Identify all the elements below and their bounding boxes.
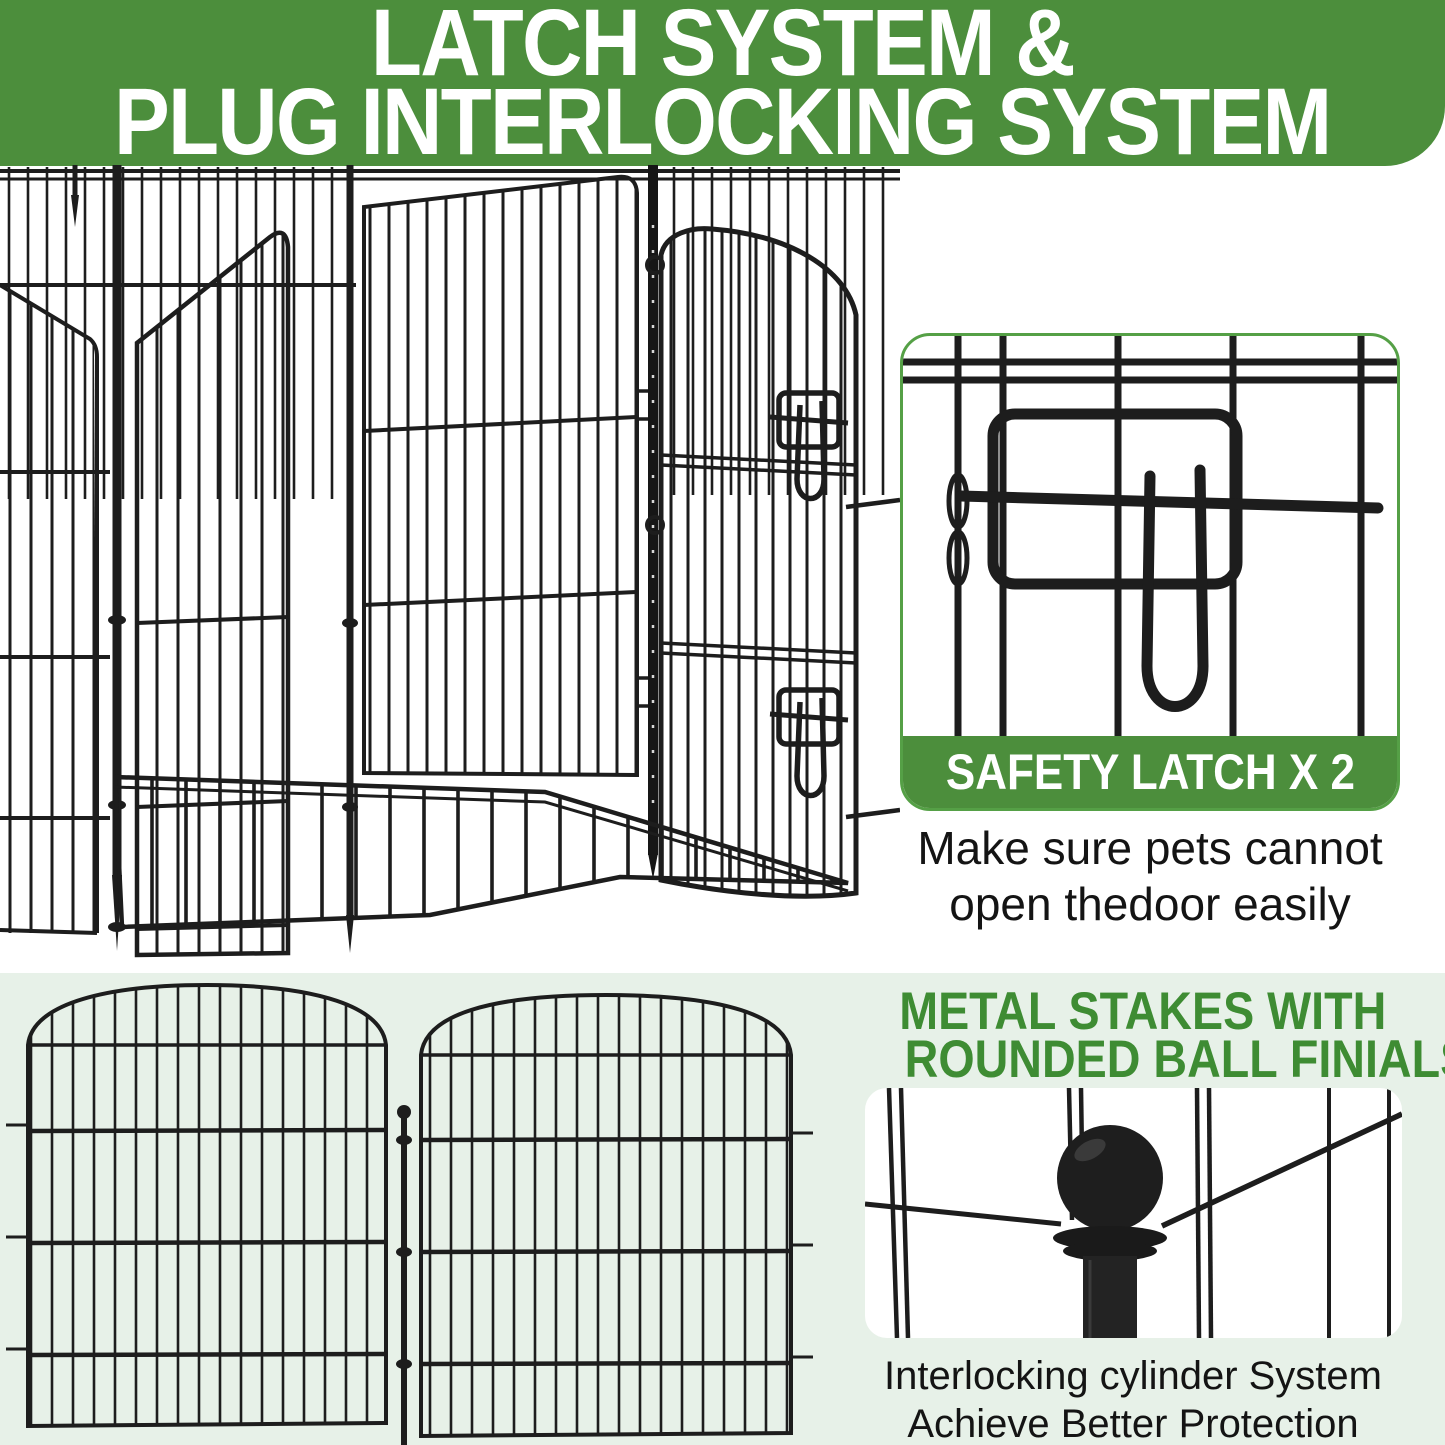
stakes-heading: METAL STAKES WITH ROUNDED BALL FINIALS bbox=[866, 982, 1445, 1086]
safety-latch-photo bbox=[903, 336, 1397, 736]
fence-panels-illustration bbox=[6, 982, 813, 1445]
title-line-2: PLUG INTERLOCKING SYSTEM bbox=[31, 69, 1413, 175]
title-banner: LATCH SYSTEM & PLUG INTERLOCKING SYSTEM bbox=[0, 0, 1445, 175]
latch-caption-line-1: Make sure pets cannot bbox=[917, 822, 1383, 874]
latch-caption: Make sure pets cannot open thedoor easil… bbox=[880, 820, 1420, 932]
connecting-stake bbox=[396, 1105, 412, 1445]
latch-caption-line-2: open thedoor easily bbox=[949, 878, 1351, 930]
title-line-1: LATCH SYSTEM & bbox=[323, 0, 1122, 96]
stake-caption-line-2: Achieve Better Protection bbox=[907, 1402, 1359, 1445]
left-arched-panel bbox=[6, 982, 388, 1429]
door-panel bbox=[645, 226, 859, 899]
ball-finial-card bbox=[865, 1088, 1402, 1338]
door-latch-bottom bbox=[769, 687, 849, 799]
stake-caption-line-1: Interlocking cylinder System bbox=[884, 1354, 1382, 1398]
safety-latch-card: SAFETY LATCH X 2 bbox=[900, 333, 1400, 811]
stake-pole-left bbox=[71, 165, 126, 951]
right-arched-panel bbox=[419, 992, 813, 1439]
playpen-photo bbox=[0, 165, 900, 958]
title-line-1-text: LATCH SYSTEM & bbox=[371, 0, 1076, 96]
center-back-panel bbox=[362, 174, 652, 778]
stake-caption: Interlocking cylinder System Achieve Bet… bbox=[850, 1352, 1416, 1445]
door-latch-top bbox=[769, 390, 849, 502]
stakes-heading-line-1: METAL STAKES WITH bbox=[899, 982, 1387, 1041]
left-wing-panel bbox=[0, 283, 99, 935]
safety-latch-badge: SAFETY LATCH X 2 bbox=[903, 736, 1397, 808]
stakes-heading-line-2: ROUNDED BALL FINIALS bbox=[904, 1030, 1445, 1089]
title-line-2-text: PLUG INTERLOCKING SYSTEM bbox=[114, 69, 1332, 175]
safety-latch-badge-text: SAFETY LATCH X 2 bbox=[945, 744, 1355, 800]
right-side-rails bbox=[845, 497, 900, 820]
low-front-panel bbox=[112, 774, 849, 930]
ball-finial-photo bbox=[865, 1088, 1402, 1338]
